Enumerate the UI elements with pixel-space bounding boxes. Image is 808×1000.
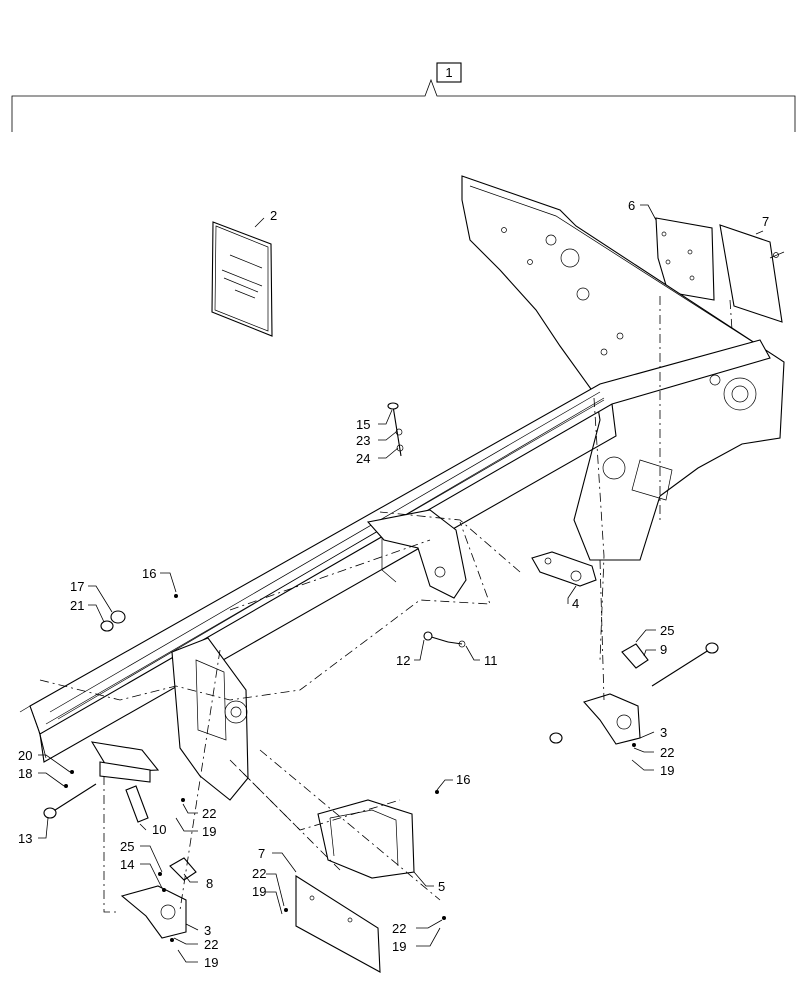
callout-22-bottom-left: 22: [204, 937, 218, 952]
pin-12: [414, 631, 480, 661]
bushing-10: [125, 785, 149, 831]
main-frame-plate: [461, 175, 785, 561]
nut-washer-17-21: [88, 585, 126, 632]
operator-manual-part: [211, 217, 273, 337]
callout-16-upper: 16: [142, 566, 156, 581]
callout-8: 8: [206, 876, 213, 891]
callout-22-right: 22: [660, 745, 674, 760]
callout-19-mid: 19: [202, 824, 216, 839]
callout-16-lower: 16: [456, 772, 470, 787]
mount-bracket-3-left: [120, 885, 199, 963]
callout-9: 9: [660, 642, 667, 657]
callout-18: 18: [18, 766, 32, 781]
fastener-22-19-left: [175, 798, 198, 832]
mount-bracket-3-right: [549, 693, 655, 771]
callout-22-lower-left: 22: [252, 866, 266, 881]
callout-7-lower: 7: [258, 846, 265, 861]
callout-20: 20: [18, 748, 32, 763]
alignment-lines: [39, 296, 733, 913]
assembly-bracket: 1: [11, 62, 796, 132]
callout-21: 21: [70, 598, 84, 613]
fastener-22-19-lower: [266, 873, 446, 947]
callout-14: 14: [120, 857, 134, 872]
fastener-16: [160, 572, 453, 794]
callout-11: 11: [484, 653, 498, 668]
callout-5: 5: [438, 879, 445, 894]
callout-labels: 2 6 7 15 23 24 16 17 21 4 12 11 25 9 3 2…: [18, 198, 769, 970]
callout-3-left: 3: [204, 923, 211, 938]
callout-23: 23: [356, 433, 370, 448]
center-bracket: [366, 509, 467, 599]
callout-10: 10: [152, 822, 166, 837]
callout-25-right: 25: [660, 623, 674, 638]
callout-6: 6: [628, 198, 635, 213]
long-bolt-13: [38, 754, 97, 839]
callout-15: 15: [356, 417, 370, 432]
callout-25-left: 25: [120, 839, 134, 854]
callout-3-right: 3: [660, 725, 667, 740]
clip-9: [621, 629, 719, 687]
callout-22-bottom-right: 22: [392, 921, 406, 936]
clip-8: [140, 845, 198, 892]
shield-plate-7: [719, 224, 785, 323]
shield-plate-7-lower: [272, 852, 381, 973]
callout-1: 1: [445, 65, 452, 80]
shield-plate-5: [317, 799, 434, 887]
callout-19-lower-left: 19: [252, 884, 266, 899]
callout-17: 17: [70, 579, 84, 594]
callout-22-mid: 22: [202, 806, 216, 821]
main-beam: [19, 339, 771, 763]
callout-19-bottom-left: 19: [204, 955, 218, 970]
callout-19-bottom-right: 19: [392, 939, 406, 954]
callout-12: 12: [396, 653, 410, 668]
shield-plate-6: [640, 204, 715, 301]
left-frame-bracket: [90, 637, 249, 801]
callout-19-right: 19: [660, 763, 674, 778]
callout-24: 24: [356, 451, 370, 466]
callout-2: 2: [270, 208, 277, 223]
callout-7-upper: 7: [762, 214, 769, 229]
assembly-callout-box: [436, 62, 462, 83]
callout-4: 4: [572, 596, 579, 611]
link-arm-4: [531, 551, 597, 604]
callout-13: 13: [18, 831, 32, 846]
bolt-stack-15-23-24: [378, 402, 404, 459]
